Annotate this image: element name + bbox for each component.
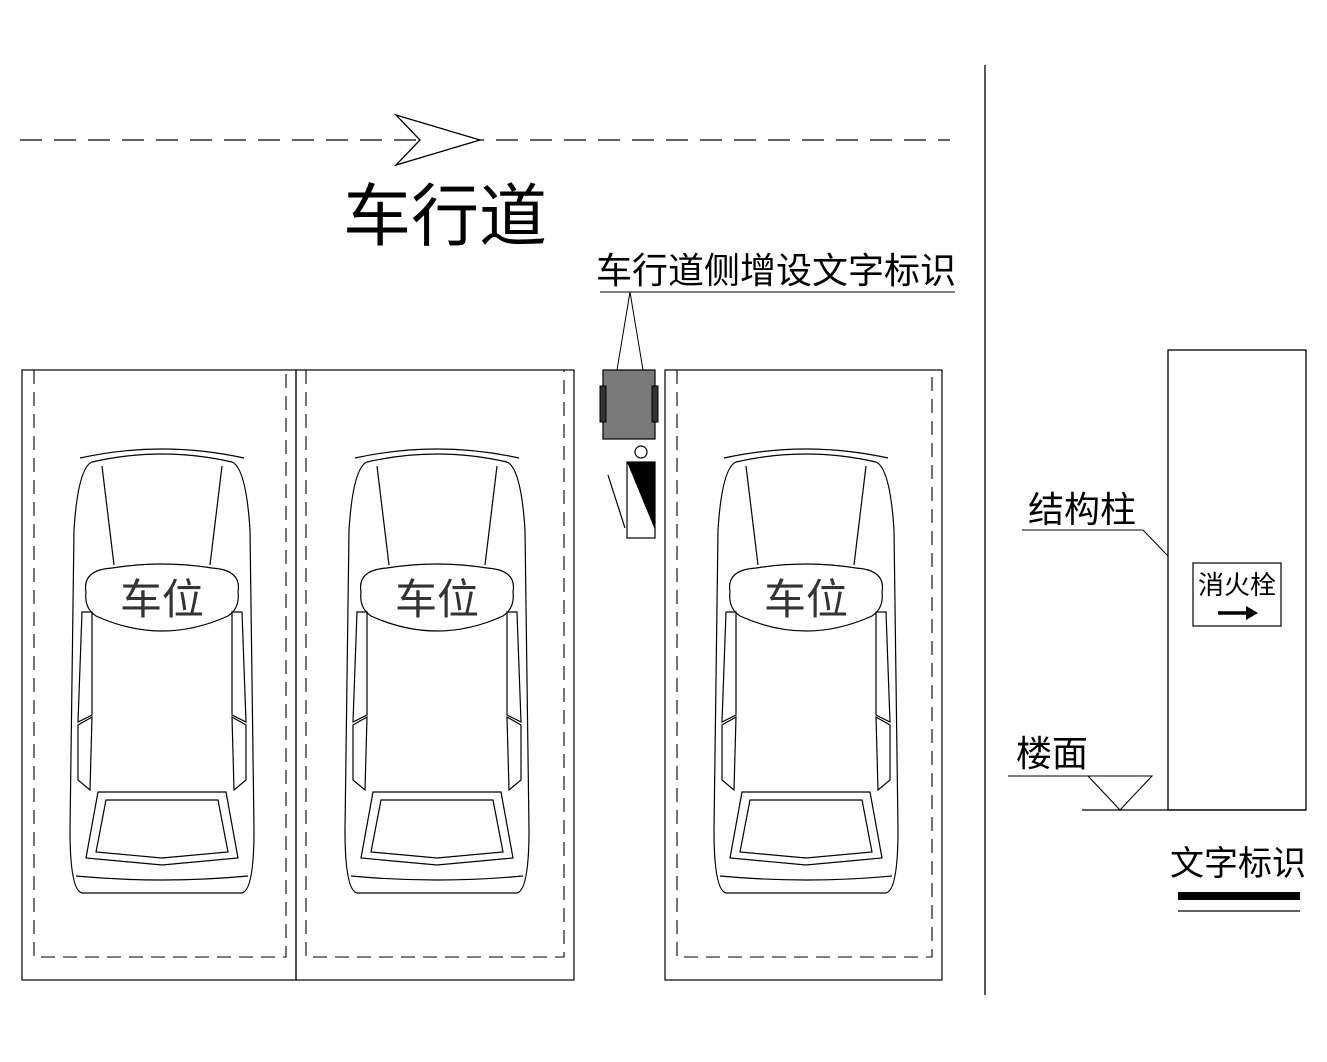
- floor-level: 楼面: [1008, 734, 1306, 811]
- parking-space-marking: [33, 370, 287, 958]
- hydrant-sign: 消火栓: [1192, 562, 1282, 627]
- callout: 车行道侧增设文字标识: [596, 251, 956, 371]
- car-label: 车位: [395, 575, 479, 624]
- arrow-right-icon: [393, 113, 483, 167]
- arrow-right-icon: [1218, 606, 1258, 620]
- driveway-label: 车行道: [343, 178, 547, 257]
- legend: 文字标识: [1170, 844, 1306, 912]
- car-label: 车位: [120, 575, 204, 624]
- parking-space-boundary: [21, 369, 297, 981]
- legend-thick-line: [1178, 892, 1300, 900]
- callout-label: 车行道侧增设文字标识: [596, 251, 956, 292]
- parking-space-boundary: [664, 369, 943, 981]
- legend-label: 文字标识: [1170, 844, 1306, 884]
- car-label: 车位: [764, 575, 848, 624]
- elevation-triangle-icon: [1086, 775, 1154, 811]
- parking-spaces: 车位 车位 车位: [21, 369, 943, 981]
- parking-space-marking: [676, 370, 933, 958]
- parking-space-marking: [305, 370, 565, 958]
- car-outline: 车位: [69, 448, 255, 894]
- column-label: 结构柱: [1028, 490, 1136, 531]
- hydrant-label: 消火栓: [1198, 571, 1276, 601]
- parking-space: 车位: [664, 369, 943, 981]
- parking-space: 车位: [295, 369, 575, 981]
- parking-space-boundary: [295, 369, 575, 981]
- hanging-sign: [599, 369, 659, 440]
- driveway-direction: [20, 113, 950, 167]
- floor-label: 楼面: [1016, 734, 1088, 775]
- car-outline: 车位: [344, 448, 530, 894]
- parking-space: 车位: [21, 369, 297, 981]
- car-outline: 车位: [713, 448, 899, 894]
- pedestrian-marker: [607, 445, 656, 539]
